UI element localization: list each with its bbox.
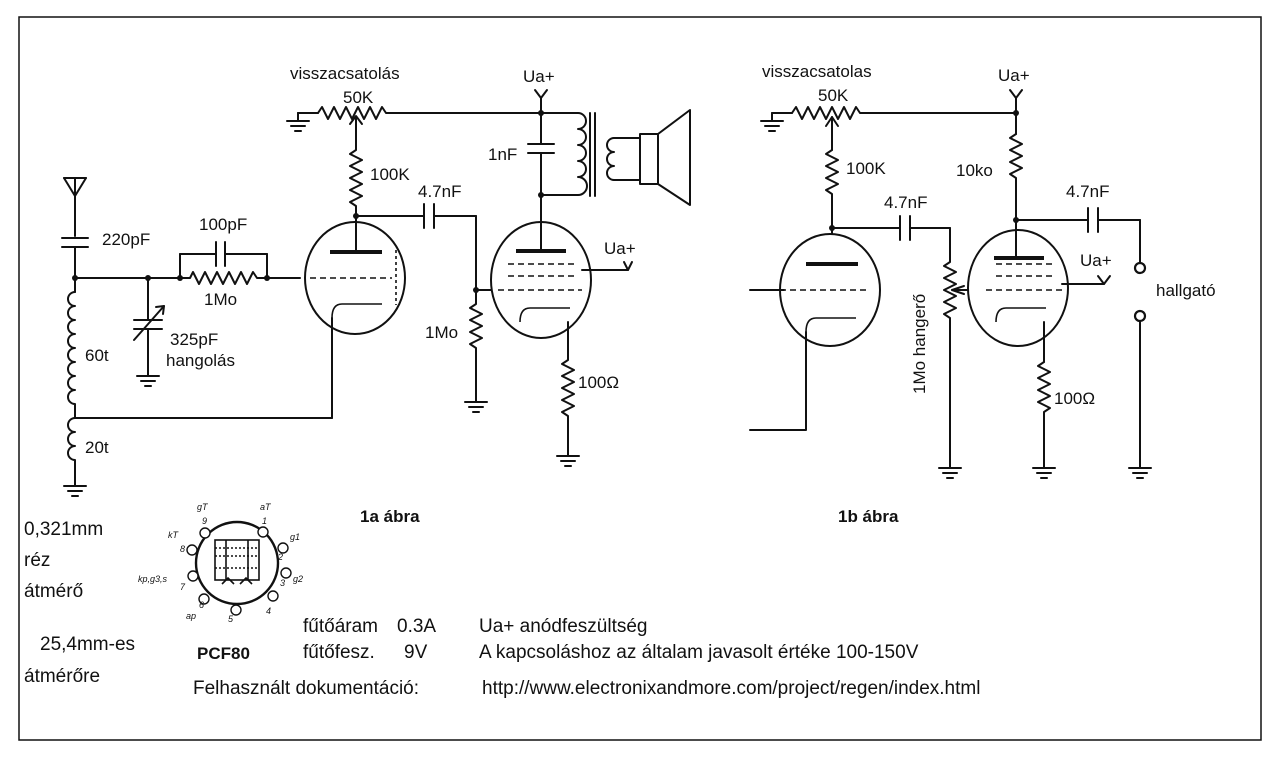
resistor-value-100ohm-1a: 100Ω <box>578 373 619 392</box>
coil-label-20t: 20t <box>85 438 109 457</box>
cap-value-220pf: 220pF <box>102 230 150 249</box>
pin-number-7: 7 <box>180 582 186 592</box>
tube-name: PCF80 <box>197 644 250 663</box>
triode-tube-1b <box>749 233 881 431</box>
cap-value-100pf: 100pF <box>199 215 247 234</box>
pin-number-5: 5 <box>228 614 234 624</box>
heater-current-value: 0.3A <box>397 616 436 637</box>
ua-note: Ua+ anódfeszültség <box>479 616 647 637</box>
pin-number-3: 3 <box>280 578 285 588</box>
pin-label-at: aT <box>260 502 272 512</box>
cathode-resistor-100ohm-b <box>1032 361 1056 479</box>
heater-voltage-value: 9V <box>404 642 428 663</box>
grid-leak-rc <box>177 241 301 285</box>
cap-value-1nf: 1nF <box>488 145 517 164</box>
wire-note-line2: réz <box>24 550 50 571</box>
wire-note-line3: átmérő <box>24 581 83 602</box>
supply-label-top-1b: Ua+ <box>998 66 1030 85</box>
resistor-value-100k-1a: 100K <box>370 165 410 184</box>
coupling-capacitor-4n7-b1 <box>831 215 951 241</box>
coil-inductor <box>67 277 333 481</box>
pin-number-6: 6 <box>199 600 204 610</box>
pin-number-2: 2 <box>277 552 283 562</box>
supply-label-screen-1a: Ua+ <box>604 239 636 258</box>
output-transformer <box>527 89 641 250</box>
coupling-capacitor-4n7-b2 <box>1015 207 1141 263</box>
resistor-value-10ko: 10ko <box>956 161 993 180</box>
pin-label-kt: kT <box>168 530 180 540</box>
feedback-label-1b: visszacsatolas <box>762 62 872 81</box>
figure-1a <box>61 89 691 497</box>
volume-pot-label: 1Mo hangerő <box>910 294 929 394</box>
former-note-line1: 25,4mm-es <box>40 634 135 655</box>
grid-resistor-1mo <box>464 289 488 413</box>
cap-value-4n7-1b-left: 4.7nF <box>884 193 927 212</box>
pin-label-g2: g2 <box>293 574 303 584</box>
pin-label-kp: kp,g3,s <box>138 574 168 584</box>
headphone-label: hallgató <box>1156 281 1216 300</box>
plate-resistor-10ko <box>1009 89 1023 257</box>
plate-resistor-100k <box>349 117 363 219</box>
pentode-tube-1a <box>490 221 633 351</box>
antenna-symbol <box>63 177 87 237</box>
cap-value-4n7-1b-right: 4.7nF <box>1066 182 1109 201</box>
doc-url: http://www.electronixandmore.com/project… <box>482 678 980 699</box>
resistor-value-100k-1b: 100K <box>846 159 886 178</box>
resistor-value-1mo-leak: 1Mo <box>425 323 458 342</box>
pin-number-9: 9 <box>202 516 207 526</box>
pentode-tube-1b <box>967 229 1111 363</box>
tuning-label: hangolás <box>166 351 235 370</box>
pin-label-gt: gT <box>197 502 209 512</box>
figure-1b <box>749 89 1152 479</box>
capacitor-220pf <box>61 237 89 279</box>
triode-tube-1a <box>304 215 406 419</box>
resistor-value-100ohm-1b: 100Ω <box>1054 389 1095 408</box>
pin-number-4: 4 <box>266 606 271 616</box>
speaker-symbol <box>639 109 691 206</box>
resistor-value-1mo-grid: 1Mo <box>204 290 237 309</box>
pot-value-50k-1a: 50K <box>343 88 374 107</box>
pin-label-g1: g1 <box>290 532 300 542</box>
heater-current-label: fűtőáram <box>303 616 378 637</box>
wire-note-line1: 0,321mm <box>24 519 103 540</box>
cap-value-325pf: 325pF <box>170 330 218 349</box>
heater-voltage-label: fűtőfesz. <box>303 642 375 663</box>
pot-value-50k-1b: 50K <box>818 86 849 105</box>
doc-label: Felhasznált dokumentáció: <box>193 678 419 699</box>
caption-figure-1a: 1a ábra <box>360 507 420 526</box>
pcf80-pinout-diagram <box>186 520 292 616</box>
recommend-note: A kapcsoláshoz az általam javasolt érték… <box>479 642 919 663</box>
headphone-terminals <box>1128 261 1152 479</box>
tuning-capacitor <box>133 275 165 387</box>
ground-symbol <box>63 477 87 497</box>
feedback-potentiometer-50k-b <box>760 106 1019 151</box>
feedback-label-1a: visszacsatolás <box>290 64 400 83</box>
caption-figure-1b: 1b ábra <box>838 507 899 526</box>
pin-label-ap: ap <box>186 611 196 621</box>
pin-number-8: 8 <box>180 544 185 554</box>
cap-value-4n7-1a: 4.7nF <box>418 182 461 201</box>
figure-border <box>18 16 1262 741</box>
supply-label-screen-1b: Ua+ <box>1080 251 1112 270</box>
former-note-line2: átmérőre <box>24 666 100 687</box>
cathode-resistor-100ohm <box>556 349 580 467</box>
feedback-potentiometer-50k <box>286 106 545 132</box>
pin-number-1: 1 <box>262 516 267 526</box>
supply-label-top-1a: Ua+ <box>523 67 555 86</box>
coil-label-60t: 60t <box>85 346 109 365</box>
